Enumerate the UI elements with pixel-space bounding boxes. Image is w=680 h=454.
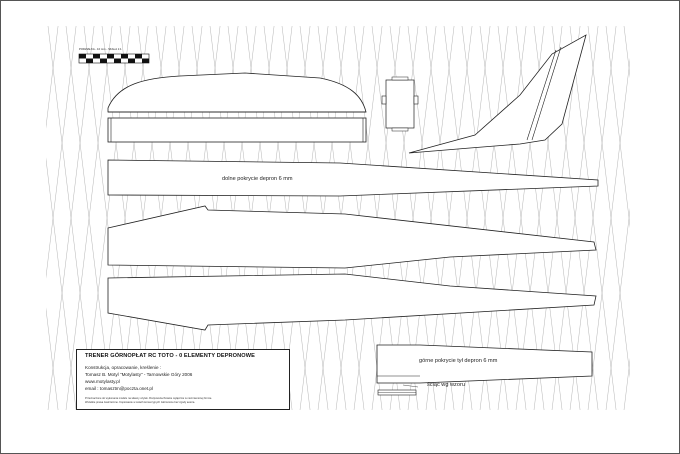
bottom-cover-label: dolne pokrycie depron 6 mm (222, 176, 293, 182)
vertical-fin (408, 34, 587, 154)
bottom-cover-outline (107, 159, 599, 197)
scale-label: PODZIAŁKA - 10 mm - SKALA 1:1 (79, 47, 122, 51)
title-block: TRENER GÓRNOPŁAT RC TOTO - 0 ELEMENTY DE… (76, 349, 290, 410)
top-cover-outline (376, 344, 593, 384)
scale-bar (78, 53, 150, 64)
title-block-line: Tomasz B. Motyl "Motylasty" - Tarnowskie… (85, 372, 193, 377)
title-block-title: TRENER GÓRNOPŁAT RC TOTO - 0 ELEMENTY DE… (85, 353, 255, 359)
fuselage-side-upper (107, 205, 597, 269)
small-strips (377, 384, 419, 396)
top-cover-label: górne pokrycie tył depron 6 mm (419, 358, 498, 364)
small-hatch-part (381, 76, 419, 132)
title-block-line: www.motylasty.pl (85, 379, 120, 384)
cut-note-label: ściąć wg wzoru (427, 382, 465, 388)
title-block-line: email : tomasztm@poczta.onet.pl (85, 386, 153, 391)
elevator-strip (107, 117, 367, 143)
fuselage-side-lower (107, 273, 597, 331)
stabilizer-outline (107, 72, 367, 113)
title-block-fine-print: Wszelkie prawa zastrzeżone. Kopiowanie w… (85, 401, 196, 404)
title-block-line: Konstrukcja, opracowanie, kreślenie : (85, 365, 162, 370)
title-block-fine-print: Przeznaczone do wykonania modelu na włas… (85, 397, 213, 400)
